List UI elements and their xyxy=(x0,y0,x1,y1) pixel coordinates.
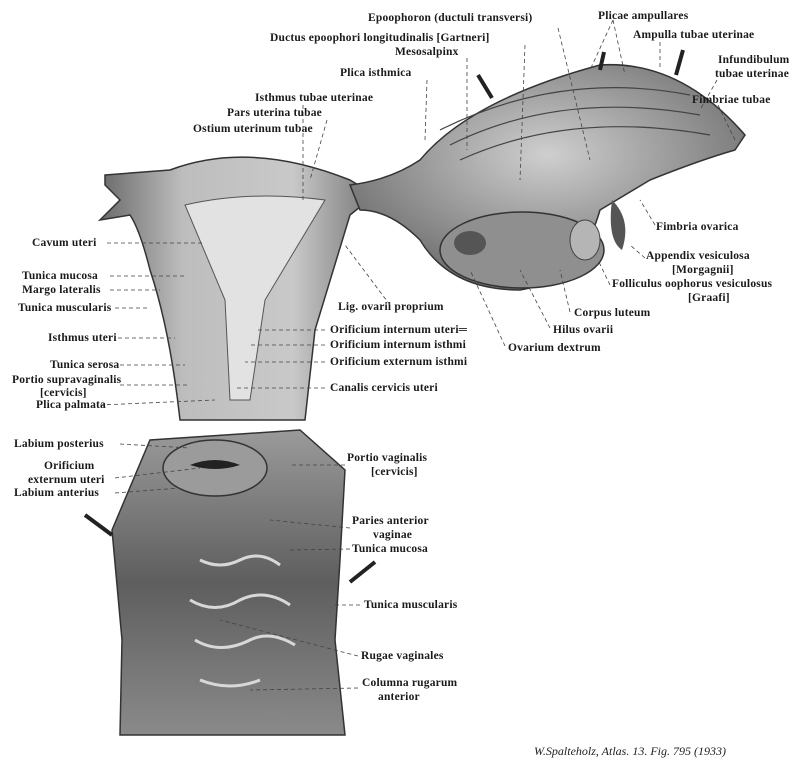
label-folliculus-2: [Graafi] xyxy=(688,292,730,304)
label-paries-anterior-2: vaginae xyxy=(373,529,413,541)
label-orificium-externum-isthmi: Orificium externum isthmi xyxy=(330,356,468,368)
label-corpus-luteum: Corpus luteum xyxy=(574,307,651,319)
label-fimbriae-tubae: Fimbriae tubae xyxy=(692,94,771,106)
label-tunica-mucosa-vaginae: Tunica mucosa xyxy=(352,543,428,555)
label-pars-uterina: Pars uterina tubae xyxy=(227,107,322,119)
label-isthmus-tubae: Isthmus tubae uterinae xyxy=(255,92,374,104)
label-portio-supravaginalis-2: [cervicis] xyxy=(40,387,87,399)
label-paries-anterior: Paries anterior xyxy=(352,515,429,527)
label-mesosalpinx: Mesosalpinx xyxy=(395,46,459,58)
label-portio-vaginalis-2: [cervicis] xyxy=(371,466,418,478)
stumps xyxy=(83,49,685,584)
label-labium-posterius: Labium posterius xyxy=(14,438,104,450)
label-rugae-vaginales: Rugae vaginales xyxy=(361,650,444,662)
label-columna-rugarum: Columna rugarum xyxy=(362,677,458,689)
label-cavum-uteri: Cavum uteri xyxy=(32,237,97,249)
label-labium-anterius: Labium anterius xyxy=(14,487,100,499)
label-ampulla: Ampulla tubae uterinae xyxy=(633,29,755,41)
leader-lines xyxy=(99,19,736,691)
label-orificium-externum-uteri: Orificium xyxy=(44,460,95,472)
label-portio-supravaginalis: Portio supravaginalis xyxy=(12,374,122,386)
label-orificium-externum-uteri-2: externum uteri xyxy=(28,474,105,486)
label-infundibulum-2: tubae uterinae xyxy=(715,68,790,80)
ovary xyxy=(439,211,605,289)
corpus-luteum xyxy=(569,219,601,261)
label-tunica-muscularis-vaginae: Tunica muscularis xyxy=(364,599,458,611)
label-folliculus: Folliculus oophorus vesiculosus xyxy=(612,278,773,290)
label-tunica-serosa: Tunica serosa xyxy=(50,359,120,371)
appendix-vesiculosa xyxy=(610,200,626,250)
label-ovarium-dextrum: Ovarium dextrum xyxy=(508,342,601,354)
label-appendix-2: [Morgagnii] xyxy=(672,264,734,276)
label-appendix: Appendix vesiculosa xyxy=(646,250,750,262)
label-portio-vaginalis: Portio vaginalis xyxy=(347,452,428,464)
label-orificium-internum-isthmi: Orificium internum isthmi xyxy=(330,339,466,351)
label-orificium-internum-uteri: Orificium internum uteri═ xyxy=(330,324,468,336)
vaginal-rugae xyxy=(189,554,296,688)
label-fimbria-ovarica: Fimbria ovarica xyxy=(656,221,739,233)
label-ostium-uterinum: Ostium uterinum tubae xyxy=(193,123,313,135)
follicle xyxy=(454,231,486,255)
label-plicae-ampullares: Plicae ampullares xyxy=(598,10,689,22)
label-columna-rugarum-2: anterior xyxy=(378,691,420,703)
figure-caption: W.Spalteholz, Atlas. 13. Fig. 795 (1933) xyxy=(534,744,726,758)
cavum-uteri xyxy=(184,195,326,401)
ampulla-folds xyxy=(439,87,711,161)
label-plica-isthmica: Plica isthmica xyxy=(340,67,412,79)
label-margo-lateralis: Margo lateralis xyxy=(22,284,101,296)
label-lig-ovarii: Lig. ovarii proprium xyxy=(338,301,444,313)
vagina xyxy=(111,429,346,736)
artist-signature: H.U xyxy=(268,709,285,719)
label-infundibulum: Infundibulum xyxy=(718,54,790,66)
label-canalis-cervicis: Canalis cervicis uteri xyxy=(330,382,438,394)
label-tunica-muscularis-uteri: Tunica muscularis xyxy=(18,302,112,314)
orificium-externum xyxy=(190,460,240,469)
label-hilus-ovarii: Hilus ovarii xyxy=(553,324,614,336)
label-ductus-epoophori: Ductus epoophori longitudinalis [Gartner… xyxy=(270,32,490,44)
label-epoophoron: Epoophoron (ductuli transversi) xyxy=(368,12,533,24)
label-tunica-mucosa-uteri: Tunica mucosa xyxy=(22,270,98,282)
label-plica-palmata: Plica palmata xyxy=(36,399,106,411)
label-isthmus-uteri: Isthmus uteri xyxy=(48,332,117,344)
